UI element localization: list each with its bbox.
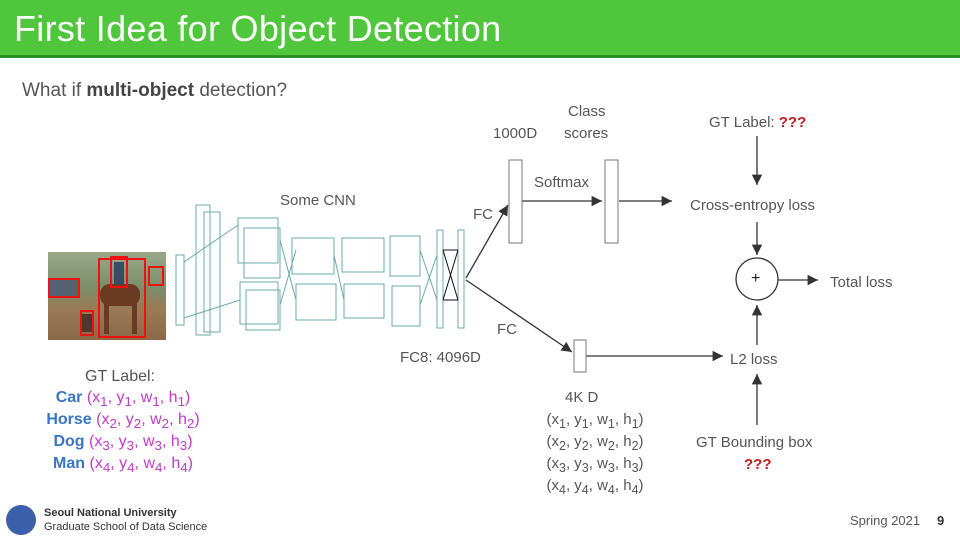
cross-entropy-label: Cross-entropy loss	[690, 197, 816, 214]
footer-term: Spring 2021	[850, 513, 921, 528]
subtitle-suffix: detection?	[194, 80, 288, 101]
university-logo	[6, 505, 36, 535]
total-loss-label: Total loss	[830, 274, 893, 291]
softmax-label: Softmax	[534, 174, 590, 191]
fc8-label: FC8: 4096D	[400, 349, 481, 366]
alexnet-sketch	[175, 204, 465, 336]
gt-label-unknown: ???	[778, 114, 807, 131]
some-cnn-label: Some CNN	[280, 192, 356, 209]
diagram-arrows	[465, 136, 818, 425]
gt-item: Man (x4, y4, w4, h4)	[53, 455, 193, 476]
d1000-label: 1000D	[493, 125, 538, 142]
gt-list-title: GT Label:	[85, 368, 155, 385]
gt-bbox-label: GT Bounding box	[696, 434, 813, 451]
photo-man	[114, 262, 124, 284]
photo-horse	[100, 284, 140, 306]
class-label: Class	[568, 103, 606, 120]
slide-subtitle: What if multi-object detection?	[22, 80, 287, 102]
coord-row-2: (x2, y2, w2, h2)	[546, 433, 644, 453]
fc-crossings	[442, 249, 459, 301]
fc-bottom-label: FC	[497, 321, 517, 338]
bbox-man	[110, 256, 128, 288]
gt-item: Dog (x3, y3, w3, h3)	[53, 433, 193, 454]
fc-1000d-box	[508, 159, 523, 244]
photo-dog	[82, 314, 92, 332]
gt-item: Horse (x2, y2, w2, h2)	[46, 411, 200, 432]
photo-horse-leg	[104, 304, 109, 334]
subtitle-prefix: What if	[22, 80, 87, 101]
fourk-label: 4K D	[565, 389, 599, 406]
class-scores-box	[604, 159, 619, 244]
bbox-horse	[98, 258, 146, 338]
fc-top-label: FC	[473, 206, 493, 223]
photo-car	[50, 280, 78, 296]
sum-node	[735, 257, 779, 301]
gt-bbox-unknown: ???	[744, 456, 772, 473]
plus-sign: +	[751, 270, 761, 287]
photo-horse-leg	[132, 304, 137, 334]
footer-university: Seoul National University	[44, 507, 177, 519]
scores-label: scores	[564, 125, 609, 142]
bbox-person	[148, 266, 164, 286]
coord-row-3: (x3, y3, w3, h3)	[546, 455, 644, 475]
l2-loss-label: L2 loss	[730, 351, 778, 368]
title-bar: First Idea for Object Detection	[0, 0, 960, 58]
coord-row-4: (x4, y4, w4, h4)	[546, 477, 644, 497]
slide-title: First Idea for Object Detection	[14, 8, 502, 49]
coord-row-1: (x1, y1, w1, h1)	[546, 411, 644, 431]
subtitle-bold: multi-object	[86, 80, 195, 101]
bbox-car	[48, 278, 80, 298]
page-number: 9	[937, 513, 945, 528]
gt-label-top: GT Label: ???	[709, 114, 806, 131]
gt-label-top-text: GT Label:	[709, 114, 779, 131]
input-photo	[48, 252, 166, 340]
bbox-dog	[80, 310, 94, 336]
footer-school: Graduate School of Data Science	[44, 521, 208, 533]
fc-4k-box	[573, 339, 587, 373]
gt-item: Car (x1, y1, w1, h1)	[55, 389, 191, 410]
